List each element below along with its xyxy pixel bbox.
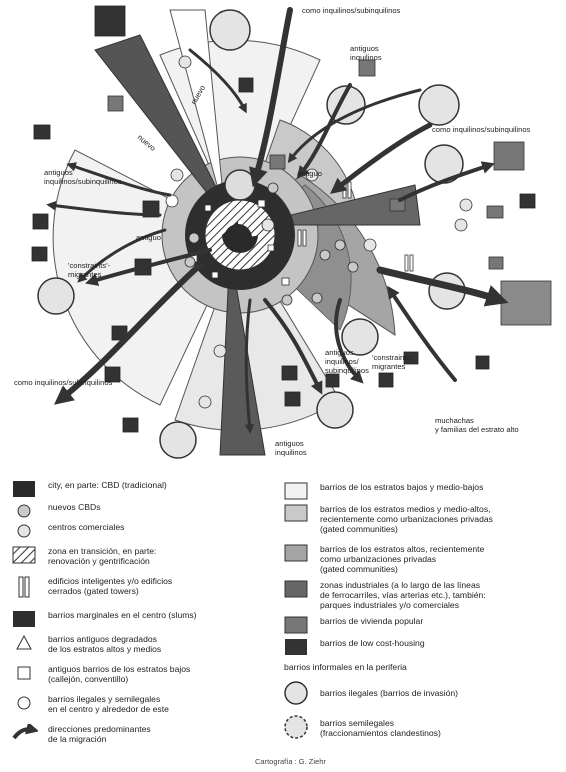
label-bottom-left: como inquilinos/subinquilinos bbox=[14, 378, 113, 387]
cbd-core bbox=[224, 224, 252, 252]
label-top-right: como inquilinos/subinquilinos bbox=[302, 6, 401, 15]
legend-mid-high: barrios de los estratos medios y medio-a… bbox=[284, 504, 493, 534]
legend-low-mid: barrios de los estratos bajos y medio-ba… bbox=[284, 482, 483, 502]
popular-housing bbox=[107, 59, 552, 326]
label-antiguo-top: antiguo bbox=[297, 169, 322, 178]
low-cost-housing bbox=[31, 5, 536, 433]
legend-towers: edificios inteligentes y/o edificios cer… bbox=[12, 576, 172, 598]
industrial-wedge-east bbox=[249, 184, 421, 226]
illegal-center-small bbox=[165, 194, 179, 208]
legend-new-cbd: nuevos CBDs bbox=[12, 502, 101, 522]
migration-arrows bbox=[46, 7, 509, 434]
legend-cbd: city, en parte: CBD (tradicional) bbox=[12, 480, 167, 500]
industrial-wedge-north bbox=[94, 34, 241, 236]
new-cbd-circles bbox=[184, 182, 359, 306]
label-constraints-left: 'constraints'-migrantes bbox=[68, 261, 111, 279]
legend-slums: barrios marginales en el centro (slums) bbox=[12, 610, 197, 630]
label-right-mid: como inquilinos/subinquilinos bbox=[432, 125, 531, 134]
legend-invasion: barrios ilegales (barrios de invasión) bbox=[284, 680, 458, 708]
legend-low-cost: barrios de low cost-housing bbox=[284, 638, 425, 658]
legend-migration: direcciones predominantes de la migració… bbox=[12, 721, 151, 744]
legend-shopping: centros comerciales bbox=[12, 522, 124, 542]
credit: Cartografía : G. Ziehr bbox=[255, 757, 326, 766]
illegal-settlements bbox=[37, 9, 466, 459]
label-antiguo-left: antiguo bbox=[136, 233, 161, 242]
legend-illegal-center: barrios ilegales y semilegales en el cen… bbox=[12, 694, 169, 714]
legend-transition: zona en transición, en parte: renovación… bbox=[12, 546, 156, 566]
legend-popular: barrios de vivienda popular bbox=[284, 616, 423, 636]
legend-industrial: zonas industriales (a lo largo de las lí… bbox=[284, 580, 486, 610]
label-nuevo-2: nuevo bbox=[136, 133, 158, 153]
legend-old-high: barrios antiguos degradados de los estra… bbox=[12, 634, 161, 654]
legend-old-low: antiguos barrios de los estratos bajos (… bbox=[12, 664, 190, 684]
legend-periphery-title: barrios informales en la periferia bbox=[284, 662, 407, 672]
legend: city, en parte: CBD (tradicional) nuevos… bbox=[0, 470, 566, 760]
legend-semilegal: barrios semilegales (fraccionamientos cl… bbox=[284, 714, 441, 742]
legend-high: barrios de los estratos altos, recientem… bbox=[284, 544, 484, 574]
label-constraints-right: 'constraints'-migrantes bbox=[372, 353, 415, 371]
